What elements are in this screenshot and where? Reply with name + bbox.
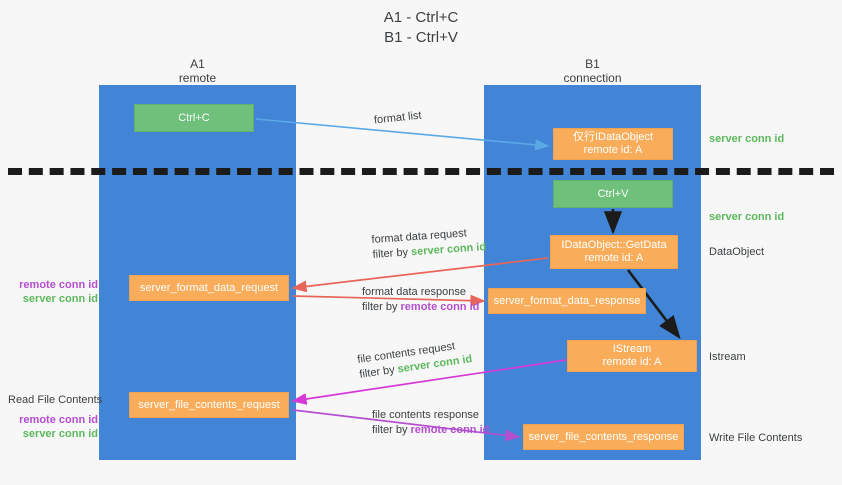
flow-label-format-data-response: format data response filter by remote co… <box>362 285 479 315</box>
diagram-title: A1 - Ctrl+C B1 - Ctrl+V <box>0 8 842 48</box>
node-getdata-line-1: IDataObject::GetData <box>561 239 667 251</box>
node-server-format-data-response-label: server_format_data_response <box>493 294 641 307</box>
left-label-remote-conn-id-2: remote conn id <box>19 414 98 426</box>
divider-dashed-line <box>8 168 834 175</box>
flow-label-format-data-response-text: format data response <box>362 286 466 298</box>
node-ctrl-c[interactable]: Ctrl+C <box>134 104 254 132</box>
node-idataobject[interactable]: 仅行IDataObject remote id: A <box>553 128 673 160</box>
node-server-file-contents-response[interactable]: server_file_contents_response <box>523 424 684 450</box>
node-istream-line-2: remote id: A <box>602 356 662 368</box>
right-label-dataobject: DataObject <box>709 246 765 258</box>
flow-label-format-list-text: format list <box>373 109 423 127</box>
swimlane-b1-header: B1 connection <box>484 57 701 85</box>
title-line-1: A1 - Ctrl+C <box>383 9 459 26</box>
left-label-server-conn-id-2: server conn id <box>22 428 98 440</box>
swimlane-b1-subtitle: connection <box>563 71 622 85</box>
left-label-conn-ids-top: remote conn id server conn id <box>10 278 98 306</box>
left-label-read-file-contents: Read File Contents <box>8 394 103 406</box>
flow-filter-prefix: filter by <box>358 363 399 381</box>
node-idataobject-line-1: 仅行IDataObject <box>572 131 654 143</box>
swimlane-a1-header: A1 remote <box>99 57 296 85</box>
flow-filter-prefix: filter by <box>372 424 411 436</box>
node-server-format-data-response[interactable]: server_format_data_response <box>488 288 646 314</box>
node-istream-line-1: IStream <box>612 343 652 355</box>
flow-label-file-contents-response-text: file contents response <box>372 409 480 421</box>
right-label-server-conn-id-second: server conn id <box>709 211 785 223</box>
title-line-2: B1 - Ctrl+V <box>384 29 458 46</box>
swimlane-a1-subtitle: remote <box>178 71 217 85</box>
node-istream[interactable]: IStream remote id: A <box>567 340 697 372</box>
flow-label-format-data-request: format data request filter by server con… <box>371 225 487 263</box>
flow-filter-value: remote conn id <box>400 301 480 313</box>
flow-filter-prefix: filter by <box>362 301 401 313</box>
node-server-format-data-request-label: server_format_data_request <box>139 281 279 294</box>
node-ctrl-v-label: Ctrl+V <box>597 187 629 200</box>
swimlane-b1-name: B1 <box>585 57 600 71</box>
flow-filter-value: server conn id <box>410 241 487 259</box>
node-idataobject-line-2: remote id: A <box>583 144 643 156</box>
node-server-file-contents-request-label: server_file_contents_request <box>138 398 280 411</box>
right-label-write-file-contents: Write File Contents <box>709 432 803 444</box>
flow-filter-prefix: filter by <box>372 246 412 261</box>
node-ctrl-v[interactable]: Ctrl+V <box>553 180 673 208</box>
node-server-format-data-request[interactable]: server_format_data_request <box>129 275 289 301</box>
left-label-remote-conn-id-1: remote conn id <box>19 279 98 291</box>
node-getdata-line-2: remote id: A <box>584 252 644 264</box>
left-label-server-conn-id-1: server conn id <box>22 293 98 305</box>
swimlane-a1-name: A1 <box>190 57 205 71</box>
right-label-istream: Istream <box>709 351 746 363</box>
node-server-file-contents-response-label: server_file_contents_response <box>528 430 679 443</box>
node-ctrl-c-label: Ctrl+C <box>178 111 210 124</box>
flow-filter-value: remote conn id <box>410 424 490 436</box>
flow-filter-format-data-response: filter by remote conn id <box>362 300 479 315</box>
node-getdata[interactable]: IDataObject::GetData remote id: A <box>550 235 678 269</box>
flow-label-file-contents-request: file contents request filter by server c… <box>356 337 473 383</box>
left-label-conn-ids-bottom: remote conn id server conn id <box>10 413 98 441</box>
flow-filter-file-contents-response: filter by remote conn id <box>372 423 489 438</box>
flow-label-file-contents-response: file contents response filter by remote … <box>372 408 489 438</box>
right-label-server-conn-id-top: server conn id <box>709 133 785 145</box>
flow-label-format-list: format list <box>373 109 422 129</box>
node-server-file-contents-request[interactable]: server_file_contents_request <box>129 392 289 418</box>
